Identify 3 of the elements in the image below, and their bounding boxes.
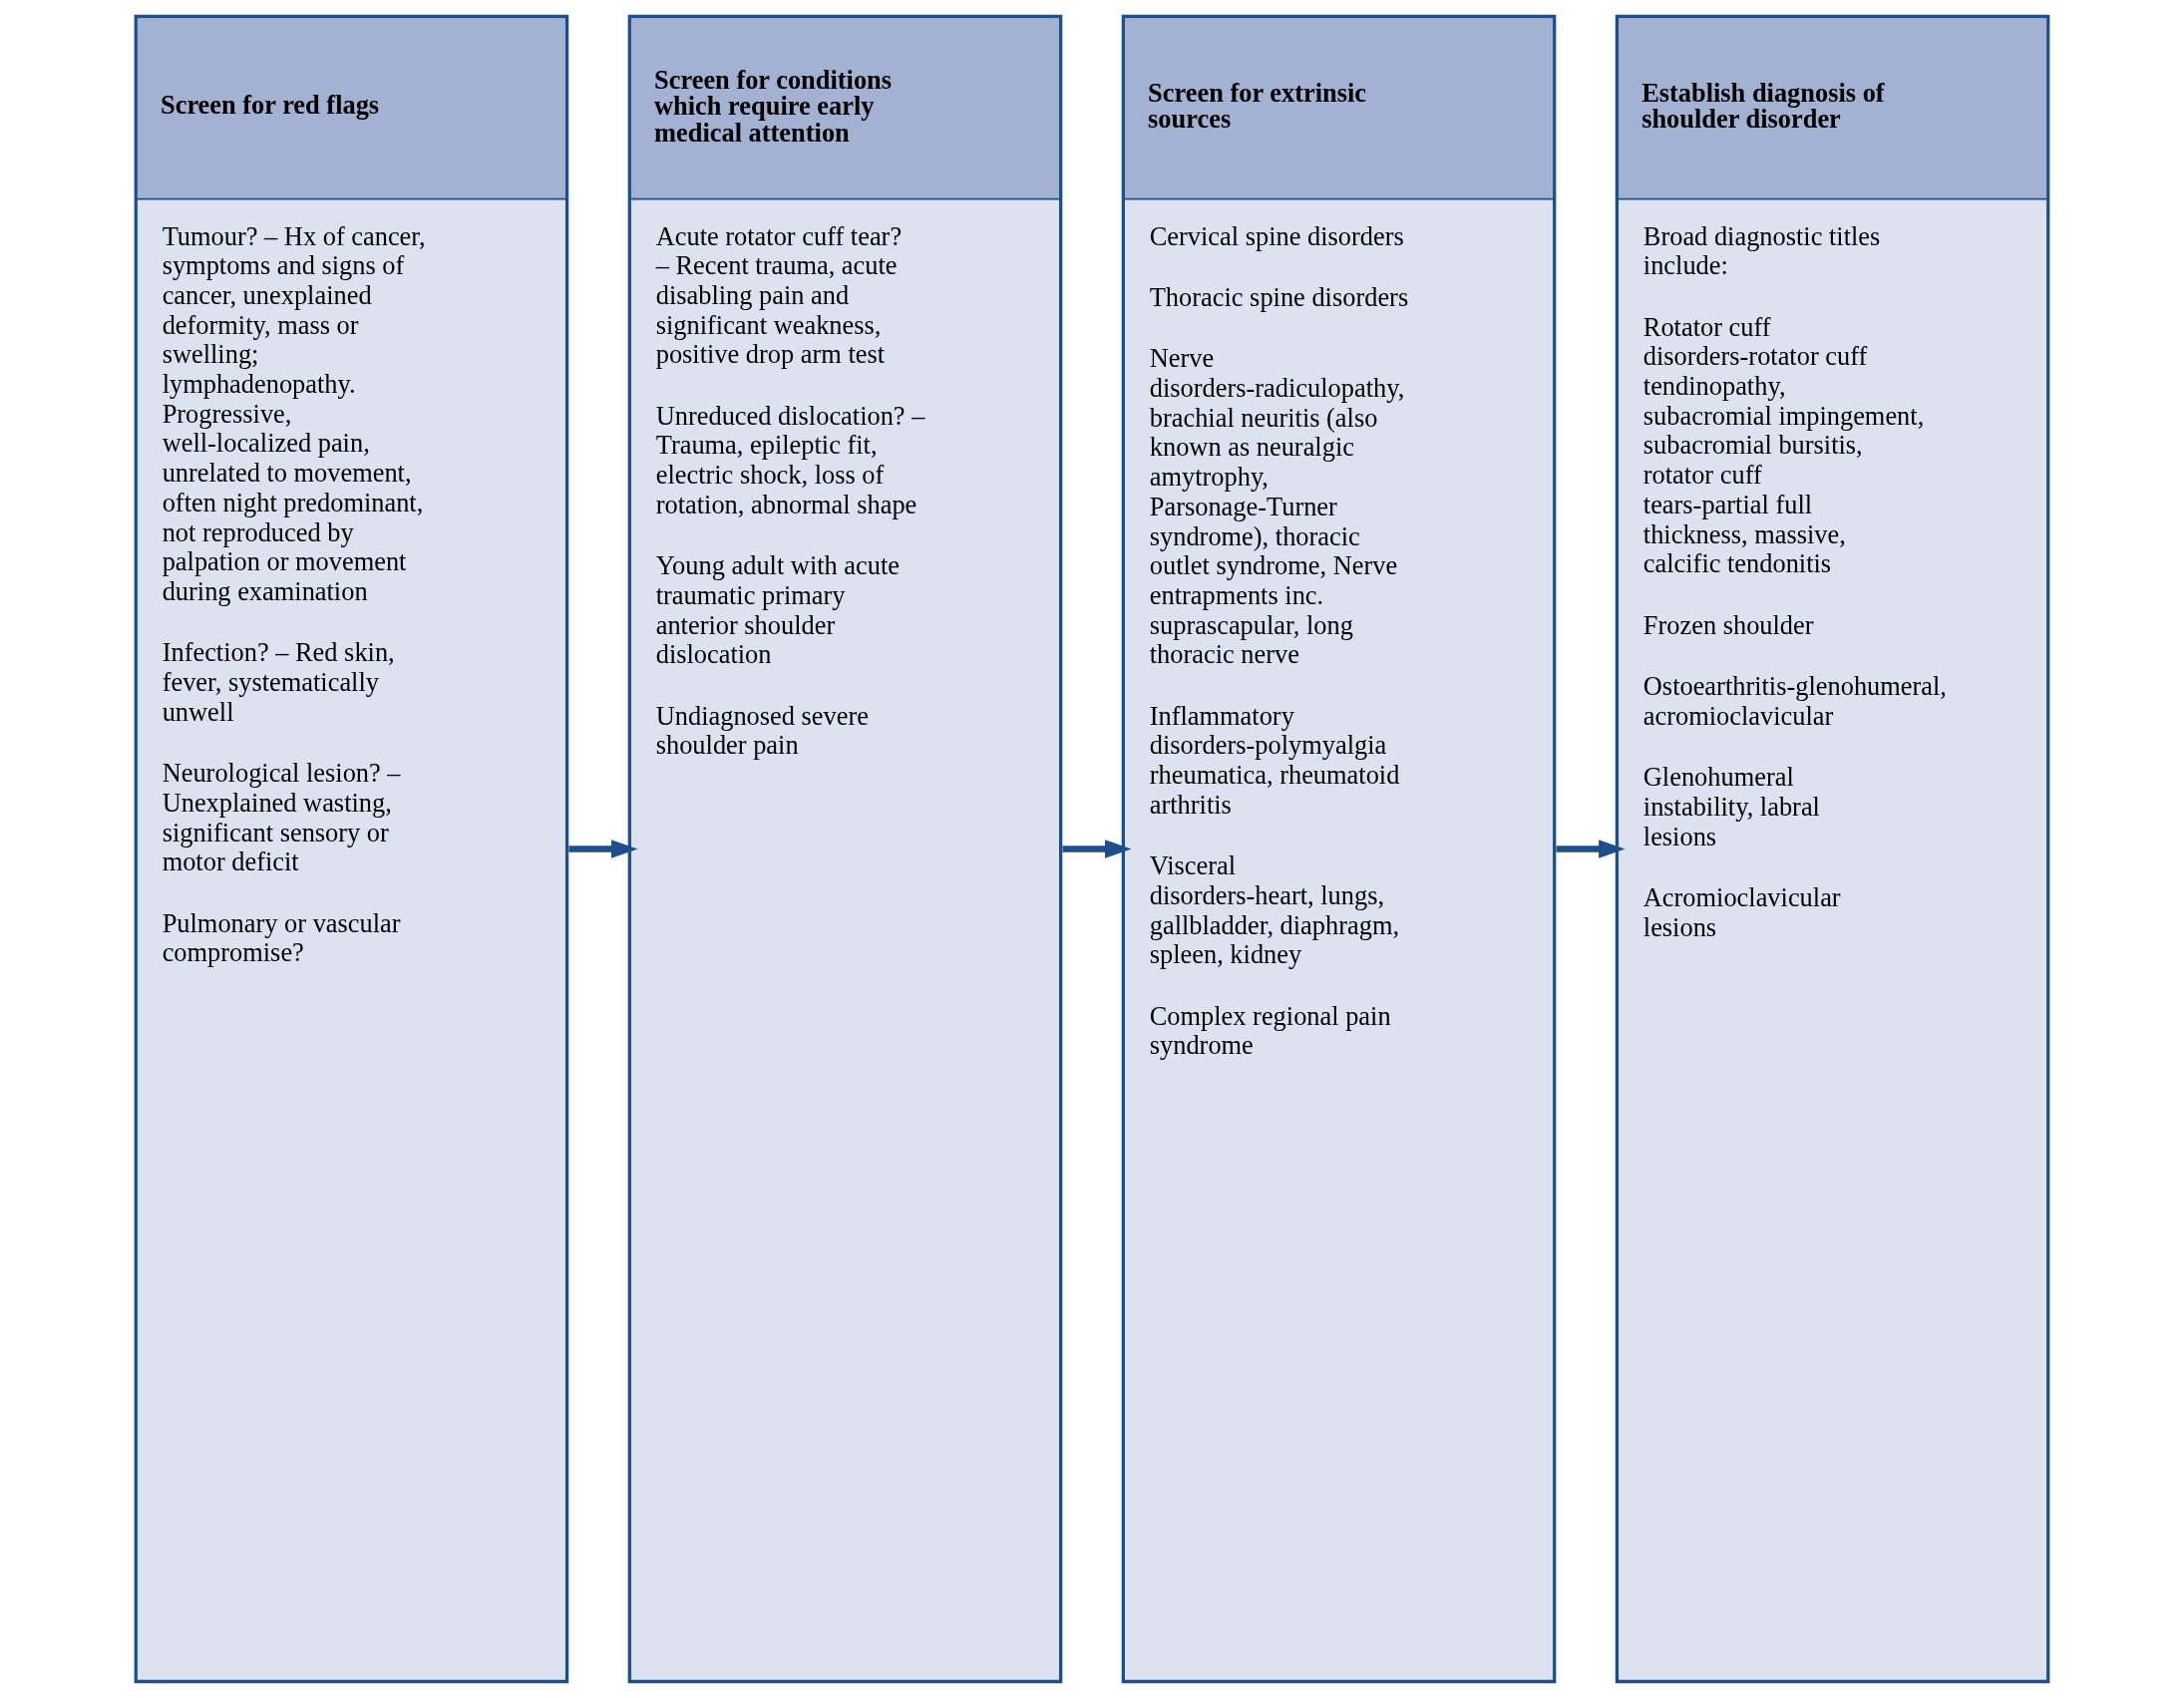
- arrow: [1062, 840, 1132, 858]
- arrow: [1556, 840, 1626, 858]
- arrow: [568, 840, 638, 858]
